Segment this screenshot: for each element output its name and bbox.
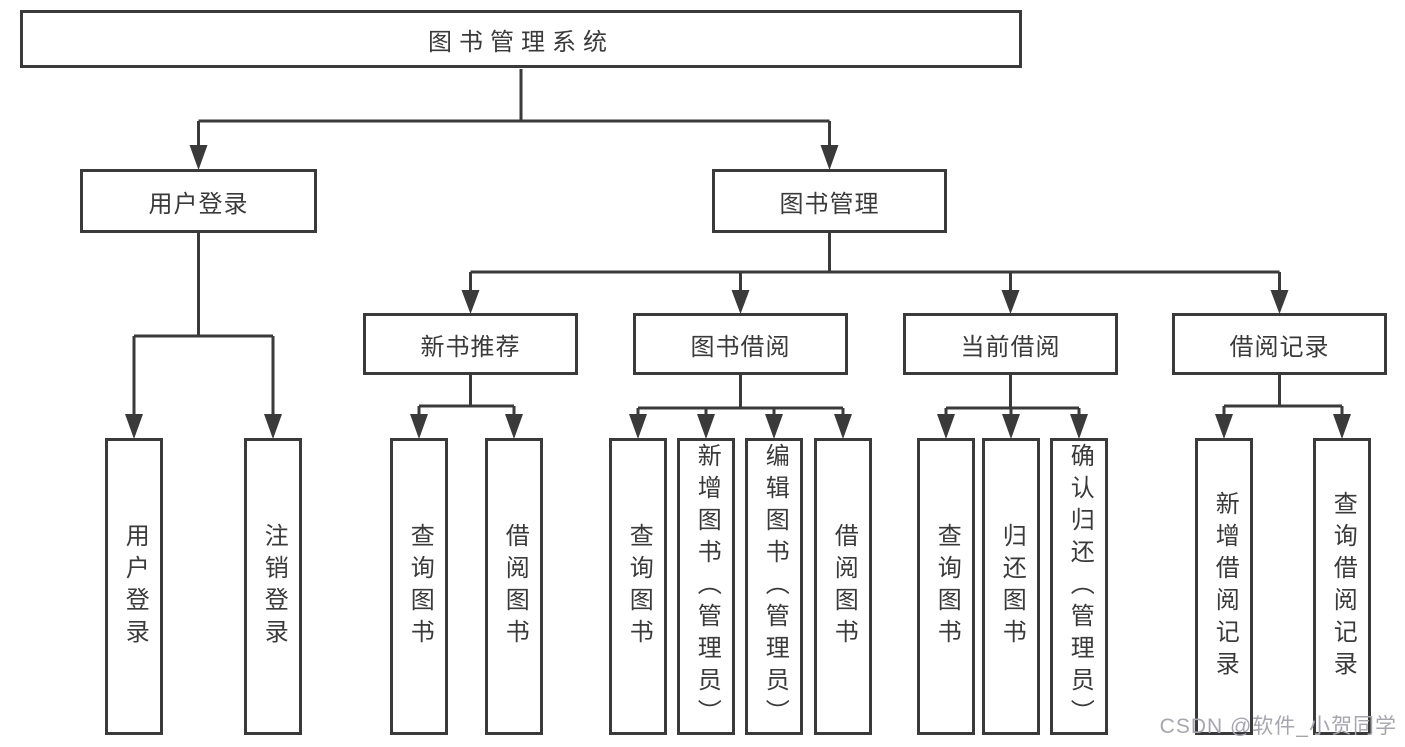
leaf-user-login-label: 用户登录 — [121, 522, 149, 651]
node-borrowing-records-label: 借阅记录 — [1229, 333, 1330, 361]
leaf-current-confirm-return-admin-label: 确认归还（管理员） — [1066, 442, 1094, 731]
leaf-user-login: 用户登录 — [105, 438, 163, 735]
node-current-borrowing-label: 当前借阅 — [960, 333, 1061, 361]
leaf-borrowing-query-book: 查询图书 — [609, 438, 667, 735]
leaf-current-confirm-return-admin: 确认归还（管理员） — [1050, 438, 1108, 735]
leaf-current-query-book-label: 查询图书 — [933, 522, 961, 651]
csdn-watermark: CSDN @软件_小贺同学 — [1159, 715, 1397, 738]
node-root: 图书管理系统 — [20, 10, 1022, 68]
node-user-login: 用户登录 — [80, 169, 317, 233]
leaf-borrowing-add-book-admin: 新增图书（管理员） — [677, 438, 735, 735]
leaf-recommend-query-book: 查询图书 — [390, 438, 448, 735]
leaf-current-query-book: 查询图书 — [917, 438, 975, 735]
leaf-borrowing-borrow-book: 借阅图书 — [814, 438, 872, 735]
leaf-borrowing-query-book-label: 查询图书 — [625, 522, 653, 651]
leaf-records-query-record-label: 查询借阅记录 — [1329, 490, 1357, 683]
leaf-borrowing-borrow-book-label: 借阅图书 — [830, 522, 858, 651]
leaf-records-add-record-label: 新增借阅记录 — [1211, 490, 1239, 683]
leaf-recommend-query-book-label: 查询图书 — [406, 522, 434, 651]
node-new-book-recommend-label: 新书推荐 — [420, 333, 521, 361]
node-book-borrowing: 图书借阅 — [633, 313, 848, 375]
leaf-records-add-record: 新增借阅记录 — [1195, 438, 1253, 735]
leaf-recommend-borrow-book-label: 借阅图书 — [501, 522, 529, 651]
node-borrowing-records: 借阅记录 — [1172, 313, 1387, 375]
node-user-login-label: 用户登录 — [148, 190, 249, 218]
node-book-management: 图书管理 — [712, 169, 947, 233]
leaf-current-return-book: 归还图书 — [982, 438, 1040, 735]
leaf-recommend-borrow-book: 借阅图书 — [485, 438, 543, 735]
leaf-borrowing-edit-book-admin: 编辑图书（管理员） — [745, 438, 803, 735]
node-book-borrowing-label: 图书借阅 — [690, 333, 791, 361]
leaf-logout-label: 注销登录 — [260, 522, 288, 651]
leaf-current-return-book-label: 归还图书 — [998, 522, 1026, 651]
leaf-borrowing-add-book-admin-label: 新增图书（管理员） — [693, 442, 721, 731]
leaf-borrowing-edit-book-admin-label: 编辑图书（管理员） — [761, 442, 789, 731]
node-book-management-label: 图书管理 — [779, 190, 880, 218]
leaf-records-query-record: 查询借阅记录 — [1313, 438, 1371, 735]
node-current-borrowing: 当前借阅 — [903, 313, 1118, 375]
leaf-logout: 注销登录 — [244, 438, 302, 735]
node-root-label: 图书管理系统 — [428, 28, 614, 56]
node-new-book-recommend: 新书推荐 — [363, 313, 578, 375]
